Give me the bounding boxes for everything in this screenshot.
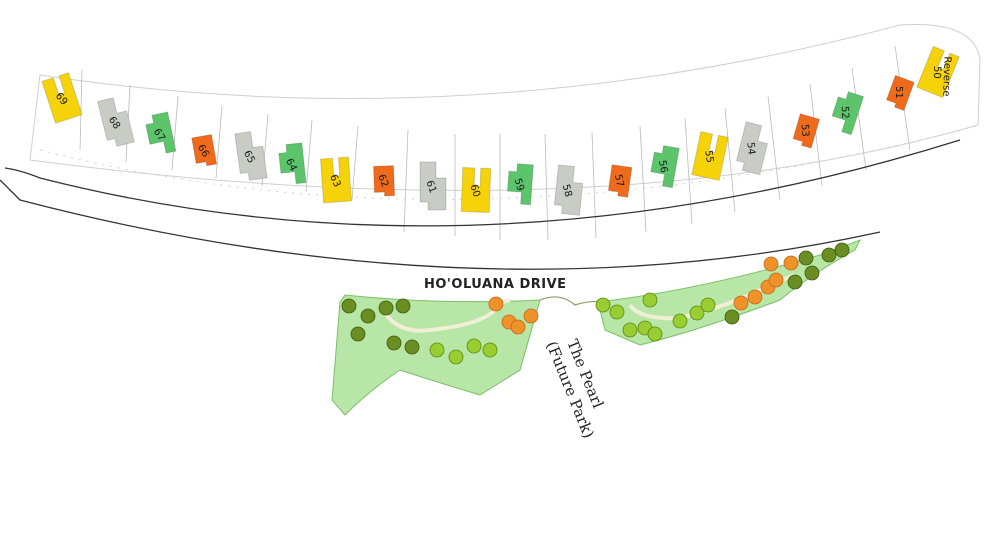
tree-icon xyxy=(733,295,749,311)
lot-number: 56 xyxy=(656,159,669,173)
house-footprint xyxy=(278,142,307,185)
tree-icon xyxy=(386,335,402,351)
lot-number: 57 xyxy=(612,173,625,188)
road-south-edge xyxy=(0,179,881,270)
house-lot-57[interactable]: 57 xyxy=(607,164,633,198)
house-lot-53[interactable]: 53 xyxy=(792,113,821,149)
lot-number: 53 xyxy=(799,124,811,137)
house-lot-62[interactable]: 62 xyxy=(373,165,396,197)
tree-icon xyxy=(482,342,498,358)
lot-dividers xyxy=(79,45,911,241)
house-lot-69[interactable]: 69 xyxy=(41,72,83,124)
house-lot-59[interactable]: 59 xyxy=(506,163,534,206)
house-footprint xyxy=(916,45,960,99)
house-lot-55[interactable]: 55 xyxy=(691,130,729,182)
house-footprint xyxy=(691,130,729,182)
tree-icon xyxy=(672,313,688,329)
trees xyxy=(341,242,850,365)
tree-icon xyxy=(448,349,464,365)
tree-icon xyxy=(834,242,850,258)
house-lot-58[interactable]: 58 xyxy=(553,164,585,216)
house-footprint xyxy=(41,72,83,124)
lot-number: 50 xyxy=(931,66,942,79)
house-lot-67[interactable]: 67 xyxy=(144,111,177,156)
tree-icon xyxy=(622,322,638,338)
house-lot-68[interactable]: 68 xyxy=(96,95,135,148)
house-footprint xyxy=(735,121,769,176)
tree-icon xyxy=(642,292,658,308)
lot-number: 63 xyxy=(327,173,342,189)
tree-icon xyxy=(404,339,420,355)
lot-number: 58 xyxy=(560,183,574,198)
house-footprint xyxy=(831,91,865,136)
house-lot-64[interactable]: 64 xyxy=(278,142,307,185)
house-lot-66[interactable]: 66 xyxy=(191,133,218,167)
road-north-edge xyxy=(4,139,961,227)
house-footprint xyxy=(319,156,353,204)
lot-number: 62 xyxy=(375,173,390,189)
lot-number: 61 xyxy=(423,179,438,195)
park-connector xyxy=(539,296,606,306)
house-lot-54[interactable]: 54 xyxy=(735,121,772,176)
tree-icon xyxy=(429,342,445,358)
tree-icon xyxy=(724,309,740,325)
lot-number: 59 xyxy=(512,177,526,192)
house-footprint xyxy=(373,165,396,197)
house-lot-51[interactable]: 51 xyxy=(885,74,915,112)
tree-icon xyxy=(700,297,716,313)
house-lot-52[interactable]: 52 xyxy=(828,89,865,136)
tree-icon xyxy=(350,326,366,342)
lot-number: 64 xyxy=(283,157,298,173)
house-footprint xyxy=(191,133,218,167)
tree-icon xyxy=(510,319,526,335)
road-label: HO'OLUANA DRIVE xyxy=(424,277,567,292)
tree-icon xyxy=(689,305,705,321)
tree-icon xyxy=(768,272,784,288)
tree-icon xyxy=(783,255,799,271)
house-footprint xyxy=(792,113,821,149)
tree-icon xyxy=(747,289,763,305)
house-lot-61[interactable]: 61 xyxy=(419,161,447,211)
house-lot-65[interactable]: 65 xyxy=(234,130,268,181)
lot-number: 65 xyxy=(241,149,257,165)
lot-number: 55 xyxy=(702,150,715,164)
tree-icon xyxy=(466,338,482,354)
lot-number: 60 xyxy=(467,183,481,199)
house-footprint xyxy=(650,145,680,189)
house-footprint xyxy=(234,131,268,181)
house-lot-63[interactable]: 63 xyxy=(319,156,353,204)
house-footprint xyxy=(419,161,447,211)
house-footprint xyxy=(506,163,534,206)
tree-icon xyxy=(798,250,814,266)
lot-note: Reverse xyxy=(940,56,952,97)
house-footprint xyxy=(553,164,584,216)
house-lot-56[interactable]: 56 xyxy=(649,144,680,189)
tree-icon xyxy=(341,298,357,314)
tree-icon xyxy=(787,274,803,290)
house-footprint xyxy=(96,97,135,147)
lot-number: 51 xyxy=(893,86,904,99)
house-footprint xyxy=(607,164,633,198)
house-lot-60[interactable]: 60 xyxy=(460,167,492,213)
house-footprint xyxy=(885,74,915,112)
tree-icon xyxy=(595,297,611,313)
lot-number: 52 xyxy=(839,106,850,119)
tree-icon xyxy=(360,308,376,324)
park-label: The Pearl (Future Park) xyxy=(542,337,607,441)
tree-icon xyxy=(821,247,837,263)
tree-icon xyxy=(523,308,539,324)
tree-icon xyxy=(804,265,820,281)
tree-icon xyxy=(647,326,663,342)
tree-icon xyxy=(395,298,411,314)
tree-icon xyxy=(378,300,394,316)
lot-number: 54 xyxy=(744,142,756,156)
tree-icon xyxy=(609,304,625,320)
house-footprint xyxy=(460,167,492,213)
tree-icon xyxy=(763,256,779,272)
house-footprint xyxy=(145,111,177,154)
tree-icon xyxy=(488,296,504,312)
